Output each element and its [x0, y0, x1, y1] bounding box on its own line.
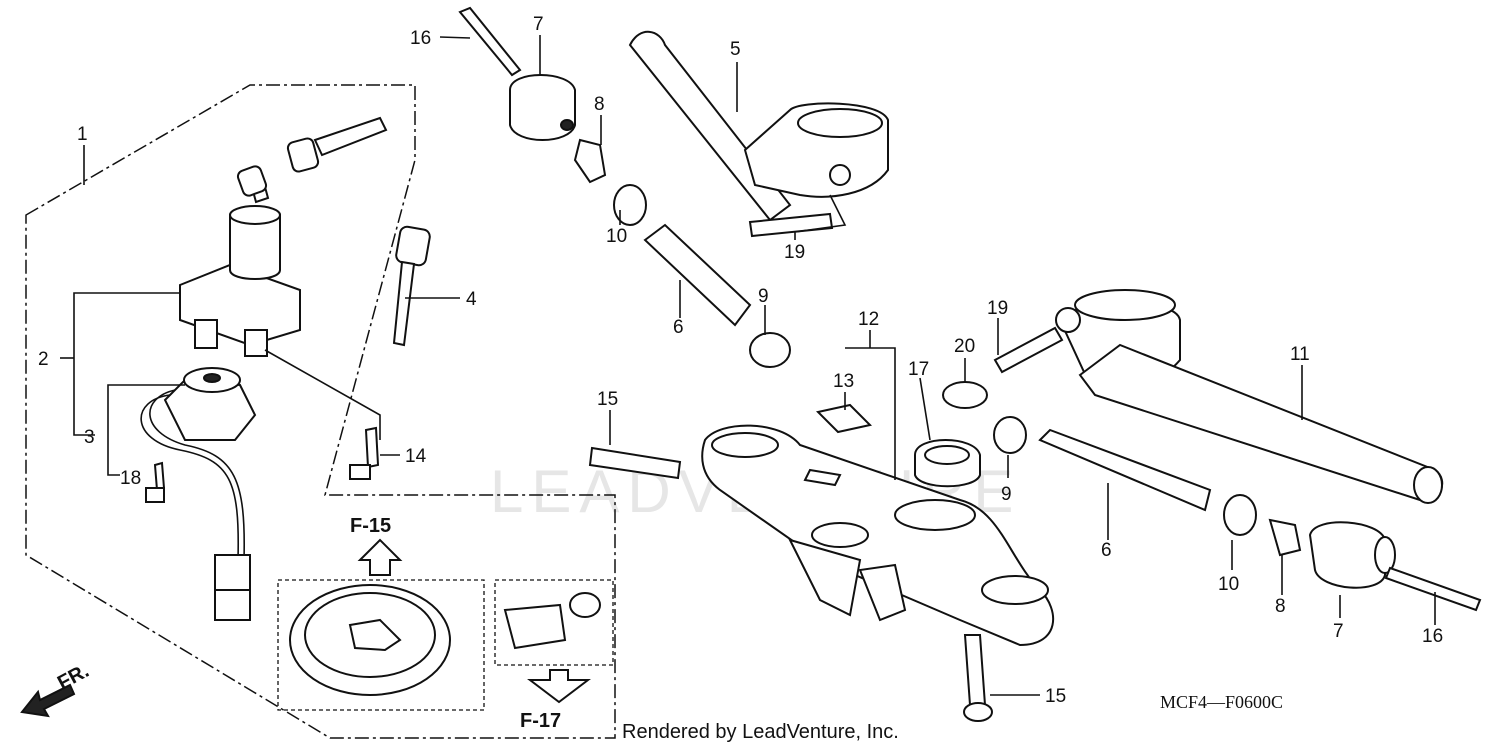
callout-8-left: 8 [594, 94, 605, 115]
arrow-up-icon [357, 538, 403, 576]
callout-4: 4 [466, 289, 477, 310]
callout-10-left: 10 [606, 226, 627, 247]
callout-20: 20 [954, 336, 975, 357]
leader-lines [60, 35, 1436, 696]
stem-nut-17-part [914, 439, 981, 488]
handlebar-left-part [628, 30, 889, 222]
credit-text: Rendered by LeadVenture, Inc. [622, 721, 899, 743]
callout-6-right: 6 [1101, 540, 1112, 561]
bolt-15-bottom-head [963, 702, 993, 722]
callout-7-right: 7 [1333, 621, 1344, 642]
fuel-lock-box [494, 579, 614, 666]
callout-7-left: 7 [533, 14, 544, 35]
callout-13: 13 [833, 371, 854, 392]
rubber-10-right-part [1223, 494, 1257, 536]
top-bridge-part [701, 424, 1054, 647]
ref-f15-label: F-15 [350, 515, 391, 537]
fuel-cap-part [289, 584, 451, 696]
bolt-15-left-part [588, 446, 682, 480]
front-arrow-icon [20, 683, 76, 718]
callout-19-right: 19 [987, 298, 1008, 319]
bar-end-weight-left-part [509, 74, 576, 141]
callout-9-left: 9 [758, 286, 769, 307]
weight-shaft-left-part [643, 223, 752, 327]
arrow-down-icon [527, 669, 591, 704]
callout-12: 12 [858, 309, 879, 330]
callout-17: 17 [908, 359, 929, 380]
callout-1: 1 [77, 124, 88, 145]
plate-13-part [815, 403, 873, 434]
callout-2: 2 [38, 349, 49, 370]
fuel-lock-part [503, 592, 601, 650]
callout-11: 11 [1290, 344, 1310, 365]
callout-15-left: 15 [597, 389, 618, 410]
cap-20-part [942, 381, 988, 409]
callout-14: 14 [405, 446, 427, 467]
rubber-10-left-part [613, 184, 647, 226]
screw-16-right-part [1384, 566, 1482, 612]
ignition-switch-part [179, 116, 388, 357]
clip-8-left-part [573, 138, 607, 184]
callout-16-right: 16 [1422, 626, 1443, 647]
screw-14-part [349, 426, 380, 480]
bolt-15-bottom-part [963, 634, 987, 706]
callout-16-left: 16 [410, 28, 431, 49]
weight-shaft-right-part [1038, 428, 1212, 512]
callout-15-bottom: 15 [1045, 686, 1066, 707]
callout-18: 18 [120, 468, 141, 489]
callout-10-right: 10 [1218, 574, 1239, 595]
switch-body-part [140, 367, 257, 621]
clip-8-right-part [1268, 518, 1302, 557]
bolt-19-left-part [748, 212, 834, 238]
callout-5: 5 [730, 39, 741, 60]
key-part [392, 225, 431, 347]
nut-9-left-part [749, 332, 791, 368]
handlebar-right-part [1055, 289, 1444, 504]
diagram-code: MCF4—F0600C [1160, 692, 1283, 712]
ref-f17-label: F-17 [520, 710, 561, 732]
bar-end-weight-right-part [1308, 521, 1396, 589]
callout-19-left: 19 [784, 242, 805, 263]
callout-8-right: 8 [1275, 596, 1286, 617]
callout-3: 3 [84, 427, 95, 448]
nut-9-right-part [993, 416, 1027, 454]
screw-16-left-part [458, 6, 522, 77]
screw-18-part [145, 461, 166, 503]
callout-6-left: 6 [673, 317, 684, 338]
bolt-19-right-part [993, 326, 1064, 374]
callout-9-right: 9 [1001, 484, 1012, 505]
